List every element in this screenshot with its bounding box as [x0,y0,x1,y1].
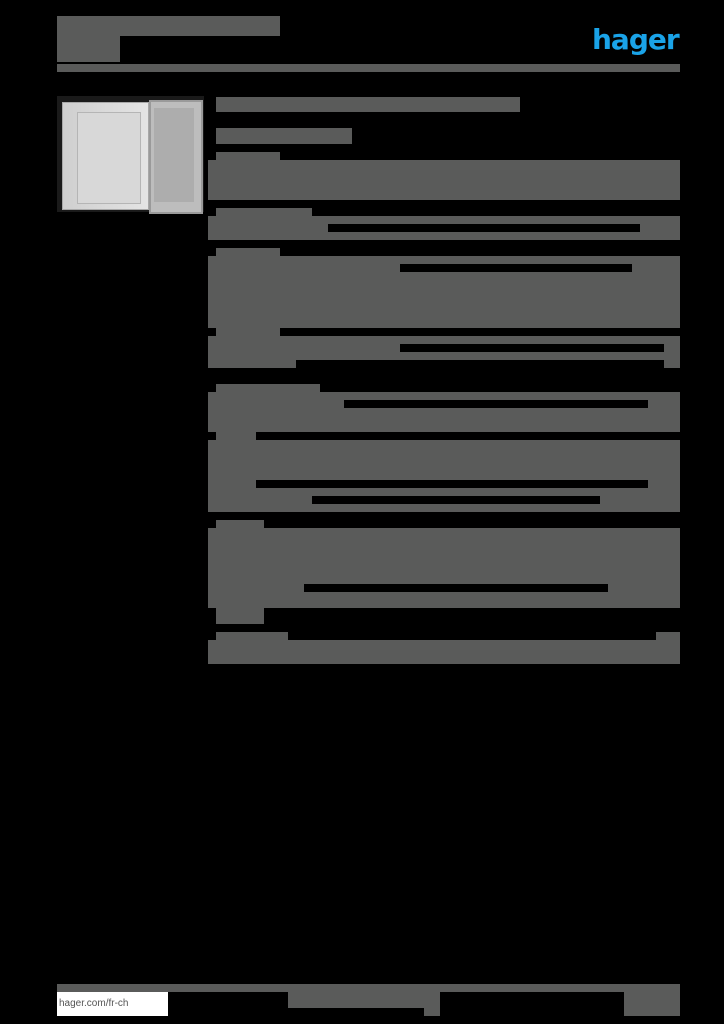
section-label-redacted [216,520,264,530]
section-label-redacted [216,432,256,442]
section-label-redacted [216,152,280,162]
row-gap [400,264,632,272]
product-title-redacted [216,97,520,112]
section-body-redacted [208,392,680,432]
row-gap [344,400,648,408]
row-gap [312,496,600,504]
footer-rule [57,984,680,992]
row-gap [304,584,608,592]
section-label-redacted [216,208,312,218]
section-label-redacted [216,632,288,640]
section-label-redacted [216,328,280,338]
product-reference-redacted [216,128,352,144]
footer-center-redacted [288,992,440,1008]
header-title-redacted [57,16,280,36]
enclosure-interior [77,112,141,204]
footer-url-link[interactable]: hager.com/fr-ch [57,992,168,1016]
section-body-redacted [208,640,680,664]
header-subtitle-redacted [57,36,120,62]
footer-page-redacted [624,992,680,1016]
section-body-redacted [208,160,680,200]
section-body-redacted [208,528,680,608]
section-label-redacted [216,248,280,258]
product-image [57,96,204,214]
row-gap [256,480,648,488]
row-gap [328,224,640,232]
row-gap [296,360,664,368]
header-rule [57,64,680,72]
hager-logo: hager [592,23,680,56]
footer-center-tail-redacted [424,1000,440,1016]
section-value-redacted [656,632,680,640]
row-gap [400,344,664,352]
enclosure-door-panel [154,108,194,202]
section-label-redacted [216,384,320,394]
section-label-redacted [216,608,264,624]
